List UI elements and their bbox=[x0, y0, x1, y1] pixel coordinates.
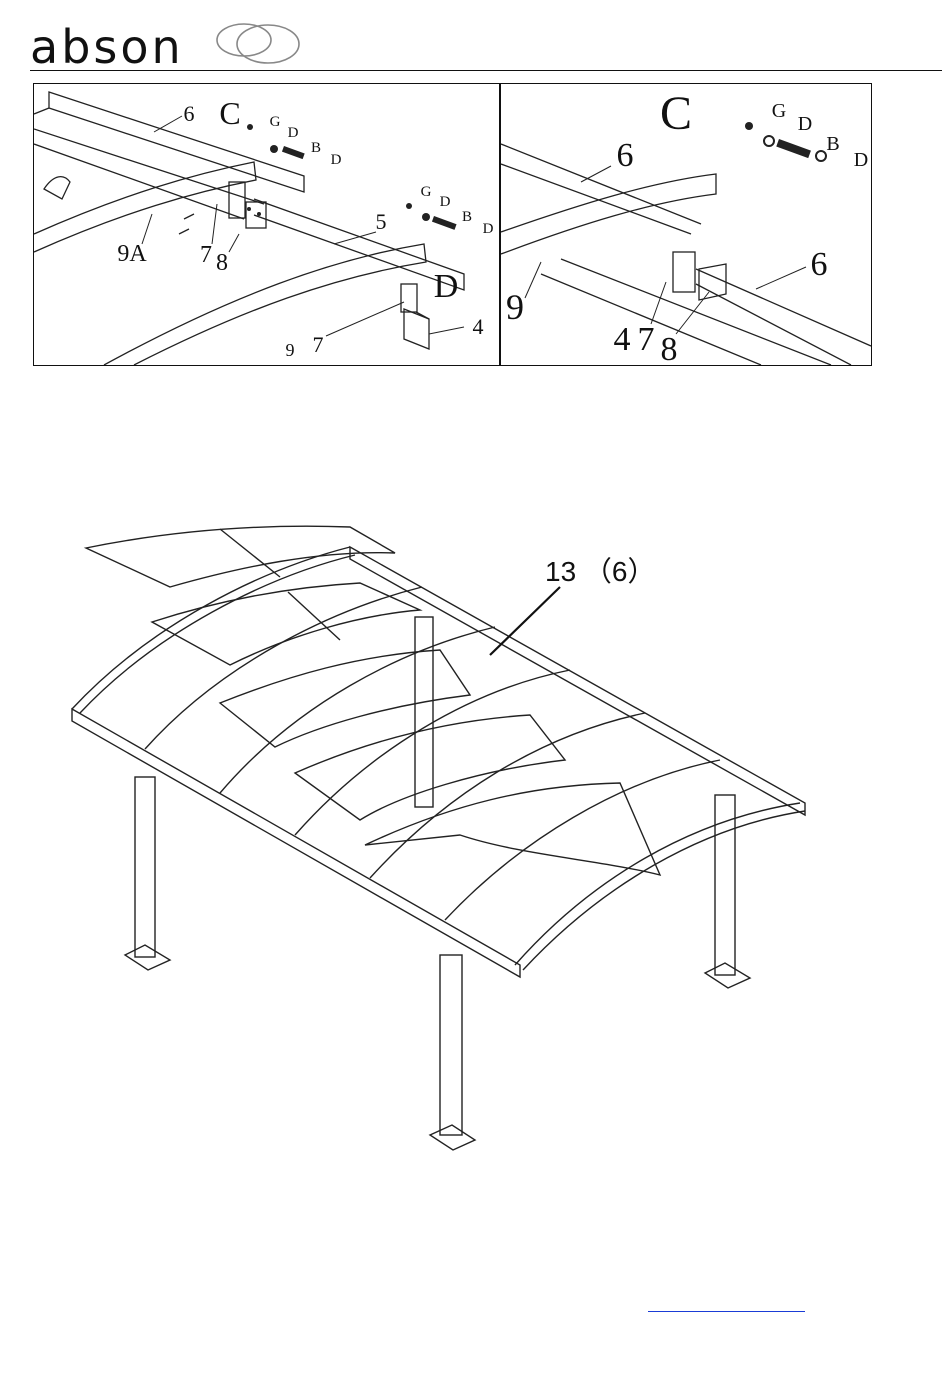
part-label: 7 bbox=[313, 332, 324, 357]
post bbox=[440, 955, 462, 1135]
roof-panel bbox=[295, 715, 565, 820]
post bbox=[415, 617, 433, 807]
part-label: D bbox=[288, 125, 299, 141]
part-label: D bbox=[483, 221, 494, 237]
part-label: 8 bbox=[661, 331, 678, 365]
part-label: D bbox=[331, 152, 342, 168]
part-label: 9A bbox=[117, 241, 147, 267]
part-label: D bbox=[854, 149, 868, 171]
carport-assembly-drawing: 13 （6） bbox=[60, 515, 820, 1165]
part-label: 8 bbox=[216, 250, 228, 276]
part-label: D bbox=[440, 194, 451, 210]
header-rule bbox=[30, 70, 942, 71]
part-label: 4 bbox=[473, 314, 484, 339]
detail-left-drawing: 6 C G D B D G D B D 5 9A 7 8 D 4 9 7 bbox=[34, 84, 499, 365]
part-label: 7 bbox=[200, 242, 212, 268]
part-label: 4 bbox=[614, 321, 631, 358]
part-label: B bbox=[826, 133, 839, 155]
part-label: 7 bbox=[638, 321, 655, 358]
part-label: 5 bbox=[376, 209, 387, 234]
part-label: 6 bbox=[617, 137, 634, 174]
brand-name: abson bbox=[30, 22, 184, 72]
part-label: 6 bbox=[184, 101, 195, 126]
part-label: G bbox=[270, 114, 281, 130]
part-label: G bbox=[421, 184, 432, 200]
detail-panel-left: 6 C G D B D G D B D 5 9A 7 8 D 4 9 7 bbox=[33, 83, 500, 366]
part-label: 9 bbox=[286, 340, 295, 360]
part-label: B bbox=[311, 140, 321, 156]
detail-panel-right: C G D B D 6 6 9 4 7 8 bbox=[500, 83, 872, 366]
post bbox=[135, 777, 155, 957]
part-label: B bbox=[462, 209, 472, 225]
page-link-underline[interactable] bbox=[648, 1311, 805, 1312]
part-label: C bbox=[660, 87, 692, 140]
callout-label: 13 （6） bbox=[545, 556, 656, 587]
part-label: C bbox=[219, 95, 240, 131]
part-label: D bbox=[798, 113, 812, 135]
detail-right-drawing: C G D B D 6 6 9 4 7 8 bbox=[501, 84, 871, 365]
part-label: D bbox=[434, 268, 459, 305]
rings-logo-icon bbox=[210, 20, 310, 70]
part-label: G bbox=[772, 100, 786, 122]
part-label: 6 bbox=[811, 246, 828, 283]
part-label: 9 bbox=[506, 287, 524, 327]
